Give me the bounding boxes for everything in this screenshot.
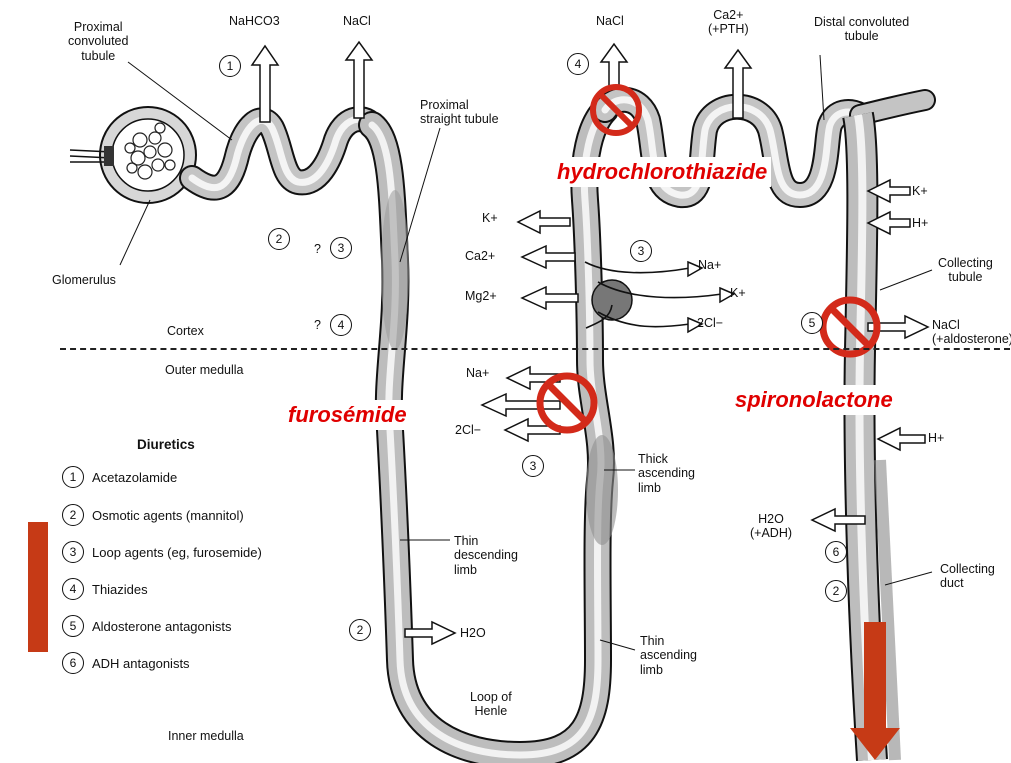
legend-number: 5 — [62, 615, 84, 637]
legend-label: Osmotic agents (mannitol) — [92, 508, 244, 523]
label-nacl-dct: NaCl — [596, 14, 624, 28]
site-number: 2 — [349, 619, 371, 641]
cortex-medulla-boundary — [60, 348, 1010, 350]
legend-label: ADH antagonists — [92, 656, 190, 671]
legend-item: 5 Aldosterone antagonists — [62, 614, 231, 638]
label-mg-ion: Mg2+ — [465, 289, 497, 303]
label-ca-ion: Ca2+ — [465, 249, 495, 263]
label-cl-right: 2Cl− — [697, 316, 723, 330]
label-h-lower: H+ — [928, 431, 944, 445]
label-h2o-adh: H2O(+ADH) — [750, 512, 792, 541]
legend-label: Acetazolamide — [92, 470, 177, 485]
proximal-convoluted-tubule — [192, 119, 372, 188]
site-number: 6 — [825, 541, 847, 563]
label-na-right: Na+ — [698, 258, 721, 272]
legend-number: 1 — [62, 466, 84, 488]
question-mark-4: ? — [314, 318, 321, 332]
site-number: 3 — [522, 455, 544, 477]
legend-number: 2 — [62, 504, 84, 526]
label-ca-pth: Ca2+(+PTH) — [708, 8, 749, 37]
label-inner-medulla: Inner medulla — [168, 729, 244, 743]
transporter-icon — [592, 280, 632, 320]
label-nacl-proximal: NaCl — [343, 14, 371, 28]
label-k-ion: K+ — [482, 211, 498, 225]
site-number: 3 — [330, 237, 352, 259]
legend-item: 3 Loop agents (eg, furosemide) — [62, 540, 262, 564]
label-h2o: H2O — [460, 626, 486, 640]
loop-of-henle — [372, 110, 618, 755]
legend-title: Diuretics — [137, 437, 195, 452]
legend-item: 2 Osmotic agents (mannitol) — [62, 503, 244, 527]
drug-spironolactone: spironolactone — [731, 385, 897, 415]
site-number: 4 — [567, 53, 589, 75]
legend-item: 1 Acetazolamide — [62, 465, 177, 489]
site-number: 1 — [219, 55, 241, 77]
question-mark-3: ? — [314, 242, 321, 256]
glomerulus-capsule — [70, 107, 196, 203]
label-cl-left: 2Cl− — [455, 423, 481, 437]
site-number: 2 — [825, 580, 847, 602]
label-outer-medulla: Outer medulla — [165, 363, 244, 377]
drug-furosemide: furosémide — [284, 400, 411, 430]
legend-number: 4 — [62, 578, 84, 600]
legend-label: Loop agents (eg, furosemide) — [92, 545, 262, 560]
label-glomerulus: Glomerulus — [52, 273, 116, 287]
label-nahco3: NaHCO3 — [229, 14, 280, 28]
legend-item: 4 Thiazides — [62, 577, 148, 601]
legend-item: 6 ADH antagonists — [62, 651, 190, 675]
site-number: 4 — [330, 314, 352, 336]
legend-label: Aldosterone antagonists — [92, 619, 231, 634]
label-k-dct: K+ — [912, 184, 928, 198]
label-k-right: K+ — [730, 286, 746, 300]
label-h-dct: H+ — [912, 216, 928, 230]
legend-number: 6 — [62, 652, 84, 674]
label-nacl-aldosterone: NaCl(+aldosterone) — [932, 318, 1011, 347]
site-number: 2 — [268, 228, 290, 250]
site-number: 3 — [630, 240, 652, 262]
label-cortex: Cortex — [167, 324, 204, 338]
label-na-left: Na+ — [466, 366, 489, 380]
legend-label: Thiazides — [92, 582, 148, 597]
legend-highlight-bar — [28, 522, 48, 652]
site-number: 5 — [801, 312, 823, 334]
legend-number: 3 — [62, 541, 84, 563]
drug-hydrochlorothiazide: hydrochlorothiazide — [553, 157, 771, 187]
